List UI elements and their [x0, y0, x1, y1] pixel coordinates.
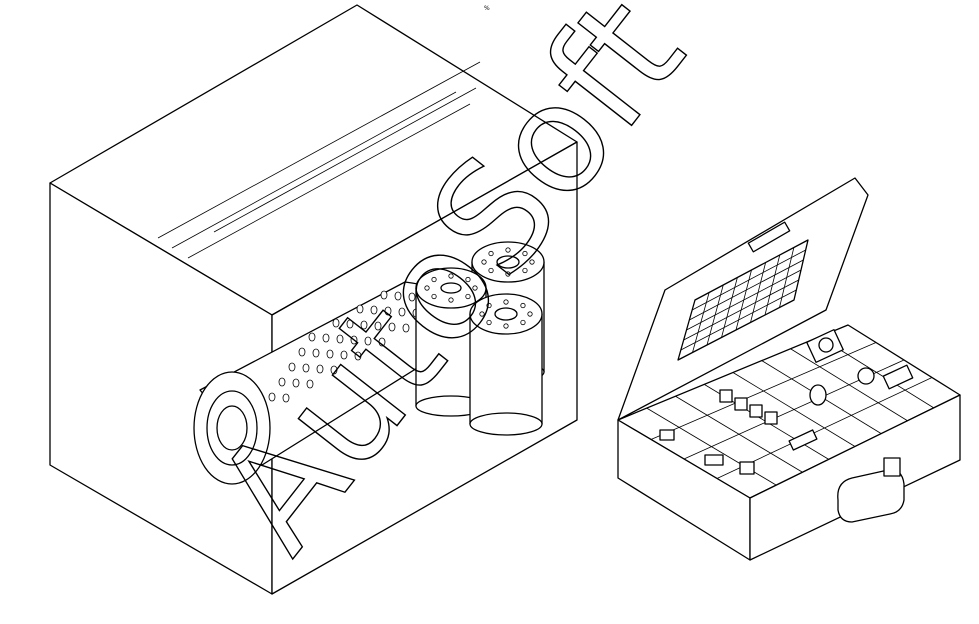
perforation-hole: [268, 392, 276, 402]
filter-port: [486, 302, 492, 309]
perforation-hole: [330, 365, 338, 375]
filter-port: [505, 247, 511, 253]
filter-port: [424, 285, 430, 291]
lid-grid-line: [735, 269, 752, 331]
perforation-hole: [308, 332, 316, 342]
perforation-hole: [288, 362, 296, 372]
filter-port: [505, 271, 511, 277]
filter-port: [520, 319, 526, 326]
perforation-hole: [374, 321, 382, 331]
filter-port: [431, 276, 437, 283]
filter-port: [529, 259, 535, 265]
perforation-hole: [394, 291, 402, 301]
filter-port: [448, 273, 454, 279]
perforation-hole: [370, 305, 378, 315]
perforation-hole: [332, 318, 340, 328]
filter-port: [481, 259, 487, 265]
top-mark: %: [484, 5, 490, 12]
filter-port: [488, 250, 494, 257]
compartment-divider: [646, 407, 777, 486]
perforation-hole: [346, 319, 354, 329]
filter-port: [522, 250, 528, 257]
compartment-divider: [790, 348, 908, 422]
perforation-hole: [402, 323, 410, 333]
perforation-hole: [364, 336, 372, 346]
perforation-hole: [378, 337, 386, 347]
perforation-hole: [408, 292, 416, 302]
perforation-hole: [312, 348, 320, 358]
filter-port: [479, 311, 485, 317]
case-parts: [659, 329, 914, 475]
perforation-hole: [316, 364, 324, 374]
oil-filters: [415, 241, 545, 436]
filter-port: [486, 319, 492, 326]
filter-port: [503, 323, 509, 329]
perforation-hole: [356, 304, 364, 314]
parts-case: [617, 177, 961, 561]
filter-port: [431, 293, 437, 300]
perforation-hole: [388, 322, 396, 332]
air-filter-bore: [216, 405, 248, 451]
lid-grid-line: [721, 277, 738, 338]
filter-port: [522, 267, 528, 274]
filter-port: [465, 293, 471, 300]
perforation-hole: [292, 378, 300, 388]
filter-port: [465, 276, 471, 283]
perforation-hole: [384, 306, 392, 316]
perforation-hole: [336, 334, 344, 344]
perforation-hole: [354, 351, 362, 361]
compartment-divider: [675, 395, 803, 473]
case-lid-latch: [747, 221, 791, 253]
perforation-hole: [340, 350, 348, 360]
filter-port: [527, 311, 533, 317]
box-tape: [157, 61, 481, 259]
perforation-hole: [360, 320, 368, 330]
perforation-hole: [282, 393, 290, 403]
perforation-hole: [278, 377, 286, 387]
case-handle: [837, 469, 905, 523]
perforation-hole: [380, 290, 388, 300]
perforation-hole: [398, 307, 406, 317]
case-handle-mount: [883, 457, 901, 477]
oil-filter-ports: [424, 247, 535, 329]
lid-grid-line: [706, 284, 724, 346]
filter-port: [448, 297, 454, 303]
lid-grid-line: [764, 254, 781, 316]
perforation-hole: [298, 347, 306, 357]
filter-port: [472, 285, 478, 291]
lid-grid-line: [750, 262, 767, 323]
case-lid-label-grid: [680, 247, 806, 353]
perforation-hole: [302, 363, 310, 373]
compartment-divider: [732, 372, 856, 447]
perforation-hole: [306, 379, 314, 389]
lid-grid-line: [692, 292, 710, 353]
air-filter: [193, 281, 471, 485]
perforation-hole: [322, 333, 330, 343]
filter-port: [520, 302, 526, 309]
filter-port: [503, 299, 509, 305]
filter-port: [488, 267, 494, 274]
perforation-hole: [326, 349, 334, 359]
lid-grid-line: [779, 247, 795, 308]
perforation-hole: [350, 335, 358, 345]
